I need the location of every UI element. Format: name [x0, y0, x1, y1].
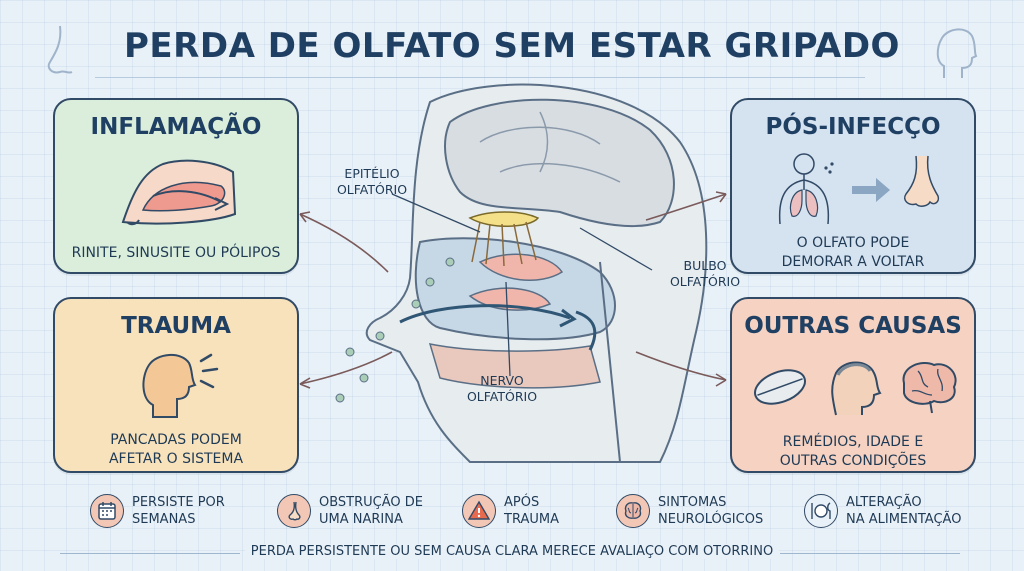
- card-trauma-title: TRAUMA: [121, 313, 231, 339]
- label-nervo-olfatorio: NERVO OLFATÓRIO: [466, 373, 538, 404]
- connector-arrows: [299, 191, 727, 389]
- warning-sign-text: ALTERAÇÃO NA ALIMENTAÇÃO: [846, 495, 962, 527]
- card-inflamacao-text: RINITE, SINUSITE OU PÓLIPOS: [71, 245, 281, 261]
- card-outras-causas-title: OUTRAS CAUSAS: [744, 313, 962, 339]
- card-trauma: TRAUMA PANCADAS PODEM AFETAR O SISTEMA: [53, 297, 299, 473]
- olfactory-bulb: [468, 211, 540, 227]
- card-outras-causas-text: REMÉDIOS, IDADE E OUTRAS CONDIÇÕES: [779, 434, 927, 469]
- warning-sign-neurologicos: SINTOMAS NEUROLÓGICOS: [616, 490, 786, 536]
- footer-rule-right: [780, 553, 960, 554]
- card-inflamacao: INFLAMAÇÃO RINITE, SINUSITE OU PÓLIPOS: [53, 98, 299, 274]
- warning-sign-trauma: APÓS TRAUMA: [462, 490, 602, 536]
- footer-note: PERDA PERSISTENTE OU SEM CAUSA CLARA MER…: [0, 544, 1024, 559]
- head-profile-sketch-icon: [936, 28, 978, 78]
- card-outras-causas: OUTRAS CAUSAS REMÉDIOS, IDADE E OUTRAS C…: [730, 297, 976, 473]
- brain-icon: [616, 494, 650, 528]
- lungs-to-nose-icon: [778, 153, 940, 225]
- nose-sketch-icon: [47, 25, 73, 74]
- card-pos-infeccao: PÓS-INFECÇO O OLFATO PODE DEMORAR A VOLT…: [730, 98, 976, 274]
- airflow-arrow: [399, 304, 571, 324]
- card-pos-infeccao-title: PÓS-INFECÇO: [765, 114, 941, 140]
- label-bulbo-olfatorio: BULBO OLFATÓRIO: [669, 258, 741, 289]
- warning-sign-obstrucao: OBSTRUÇÃO DE UMA NARINA: [277, 490, 437, 536]
- card-trauma-text: PANCADAS PODEM AFETAR O SISTEMA: [108, 432, 244, 467]
- warning-sign-text: SINTOMAS NEUROLÓGICOS: [658, 495, 764, 527]
- warning-sign-text: APÓS TRAUMA: [504, 495, 559, 527]
- head-impact-icon: [142, 353, 219, 418]
- nasal-cavity-icon: [121, 159, 237, 226]
- title-divider: [95, 77, 865, 78]
- footer-text: PERDA PERSISTENTE OU SEM CAUSA CLARA MER…: [244, 544, 780, 559]
- plate-cutlery-icon: [804, 494, 838, 528]
- warning-sign-text: OBSTRUÇÃO DE UMA NARINA: [319, 495, 423, 527]
- calendar-icon: [90, 494, 124, 528]
- warning-sign-text: PERSISTE POR SEMANAS: [132, 495, 225, 527]
- nose-icon: [277, 494, 311, 528]
- page-title: PERDA DE OLFATO SEM ESTAR GRIPADO: [124, 26, 900, 66]
- card-inflamacao-title: INFLAMAÇÃO: [90, 114, 262, 140]
- card-pos-infeccao-text: O OLFATO PODE DEMORAR A VOLTAR: [781, 235, 925, 270]
- label-epitelio-olfatorio: EPITÉLIO OLFATÓRIO: [336, 166, 408, 197]
- footer-rule-left: [60, 553, 240, 554]
- warning-signs-row: PERSISTE POR SEMANAS OBSTRUÇÃO DE UMA NA…: [0, 490, 1024, 540]
- pill-elder-brain-icon: [754, 361, 957, 416]
- warning-icon: [462, 494, 496, 528]
- warning-sign-persiste: PERSISTE POR SEMANAS: [90, 490, 250, 536]
- warning-sign-alimentacao: ALTERAÇÃO NA ALIMENTAÇÃO: [804, 490, 984, 536]
- olfactory-anatomy-diagram: [335, 83, 708, 463]
